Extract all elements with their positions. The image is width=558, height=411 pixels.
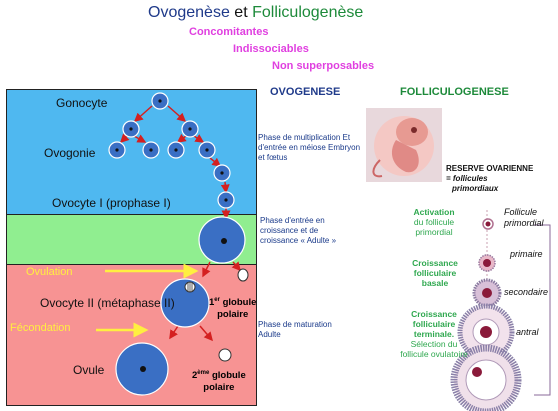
embryo-image: [366, 108, 442, 182]
label-ovulation: Ovulation: [26, 266, 73, 278]
label-ovocyte1: Ovocyte I (prophase I): [52, 196, 171, 210]
step-croissance-terminale: Croissance folliculaire terminale. Sélec…: [400, 309, 468, 359]
label-fecondation: Fécondation: [10, 322, 71, 334]
phase-maturation: Phase de maturation Adulte: [258, 320, 332, 339]
header-ovogenese: OVOGENESE: [270, 86, 341, 98]
label-ovocyte2: Ovocyte II (métaphase II): [40, 296, 175, 310]
reserve-line3: primordiaux: [452, 184, 499, 193]
label-follicule-primordial: Follicule primordial: [504, 207, 544, 228]
reserve-ovarienne: RESERVE OVARIENNE = follicules primordia…: [446, 164, 533, 194]
step-croissance-basale: Croissance folliculaire basale: [412, 258, 458, 288]
label-ovule: Ovule: [73, 363, 105, 377]
follicle-primaire-shape: [478, 254, 496, 272]
subtitle-1: Concomitantes: [189, 26, 269, 38]
follicle-primordial-shape: [482, 218, 494, 230]
header-folliculogenese: FOLLICULOGENESE: [400, 86, 509, 98]
follicle-secondaire-shape: [472, 278, 502, 308]
reserve-line2: = follicules: [446, 174, 488, 183]
ovogonie-cells: [108, 92, 235, 209]
label-antral: antral: [516, 327, 539, 337]
label-first-polar-body: 1er globule polaire: [209, 297, 257, 321]
label-gonocyte: Gonocyte: [56, 96, 108, 110]
subtitle-3: Non superposables: [272, 60, 375, 72]
follicle-ovulatoire-shape: [450, 344, 522, 411]
title-et: et: [234, 4, 248, 21]
label-second-polar-body: 2ème globule polaire: [192, 370, 246, 394]
label-ovogonie: Ovogonie: [44, 146, 96, 160]
subtitle-2: Indissociables: [233, 43, 309, 55]
label-primaire: primaire: [510, 249, 543, 259]
title-ovogenese: Ovogenèse: [148, 4, 230, 21]
step-activation: Activation du follicule primordial: [413, 207, 455, 237]
label-secondaire: secondaire: [504, 287, 549, 297]
title-folliculogenese: Folliculogenèse: [252, 4, 364, 21]
phase-croissance: Phase d'entrée en croissance et de crois…: [260, 216, 337, 245]
reserve-title: RESERVE OVARIENNE: [446, 164, 534, 173]
page-title: Ovogenèse et Folliculogenèse: [148, 4, 363, 22]
phase-multiplication: Phase de multiplication Et d'entrée en m…: [258, 133, 361, 162]
